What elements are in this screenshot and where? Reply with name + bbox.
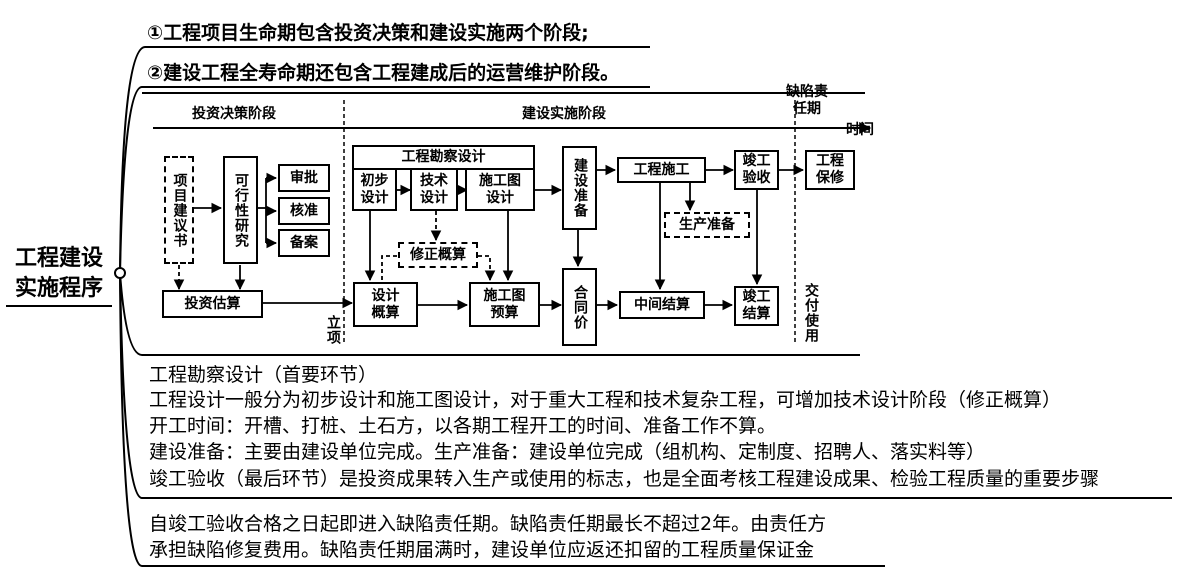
box-drawing-budget: 施工图预算: [469, 282, 540, 327]
root-node: [114, 267, 126, 279]
branch-flow: [119, 272, 860, 356]
box-project-proposal: 项目建议书: [164, 156, 194, 264]
branch-defect: [119, 272, 885, 567]
label-project-approval: 立项: [325, 315, 341, 345]
box-construction: 工程施工: [617, 157, 706, 183]
box-record: 备案: [278, 229, 330, 257]
box-feasibility-study: 可行性研究: [223, 156, 258, 264]
root-title: 工程建设 实施程序: [6, 244, 112, 304]
defect-note-line1: 自竣工验收合格之日起即进入缺陷责任期。缺陷责任期最长不超过2年。由责任方: [149, 513, 827, 535]
box-final-settlement: 竣工结算: [734, 286, 779, 326]
box-production-prep: 生产准备: [664, 212, 750, 238]
label-delivery-use: 交付使用: [803, 283, 819, 343]
branch-note-2: [119, 86, 650, 274]
box-completion-acceptance: 竣工验收: [734, 150, 779, 190]
box-construction-drawing-design: 施工图设计: [465, 168, 535, 211]
stage-decision: 投资决策阶段: [192, 106, 276, 122]
box-revised-estimate: 修正概算: [398, 242, 478, 268]
stage-implementation: 建设实施阶段: [522, 106, 606, 122]
detail-acceptance: 竣工验收（最后环节）是投资成果转入生产或使用的标志，也是全面考核工程建设成果、检…: [149, 468, 1100, 490]
box-construction-prep: 建设准备: [562, 146, 597, 230]
detail-design-phases: 工程设计一般分为初步设计和施工图设计，对于重大工程和技术复杂工程，可增加技术设计…: [149, 389, 1062, 411]
detail-preparation: 建设准备：主要由建设单位完成。生产准备：建设单位完成（组机构、定制度、招聘人、落…: [149, 441, 986, 463]
stage-defect-period: 缺陷责任期: [786, 84, 828, 117]
box-contract-price: 合同价: [562, 268, 597, 346]
box-warranty: 工程保修: [805, 150, 855, 190]
note-full-lifecycle: ②建设工程全寿命期还包含工程建成后的运营维护阶段。: [147, 62, 620, 84]
defect-note-line2: 承担缺陷修复费用。缺陷责任期届满时，建设单位应返还扣留的工程质量保证金: [149, 539, 815, 561]
box-approval: 审批: [278, 164, 330, 192]
box-design-estimate: 设计概算: [353, 282, 418, 327]
note-lifecycle: ①工程项目生命期包含投资决策和建设实施两个阶段;: [147, 22, 589, 44]
box-interim-settlement: 中间结算: [619, 291, 705, 319]
box-technical-design: 技术设计: [410, 168, 458, 211]
detail-survey-design: 工程勘察设计（首要环节）: [149, 364, 378, 386]
box-investment-estimate: 投资估算: [162, 290, 263, 318]
box-verification: 核准: [278, 197, 330, 225]
box-preliminary-design: 初步设计: [352, 168, 397, 211]
root-title-line2: 实施程序: [14, 276, 103, 301]
box-survey-design: 工程勘察设计: [352, 145, 535, 170]
detail-start-time: 开工时间：开槽、打桩、土石方，以各期工程开工的时间、准备工作不算。: [149, 415, 777, 437]
root-title-line1: 工程建设: [14, 246, 103, 271]
time-label: 时间: [846, 122, 874, 138]
